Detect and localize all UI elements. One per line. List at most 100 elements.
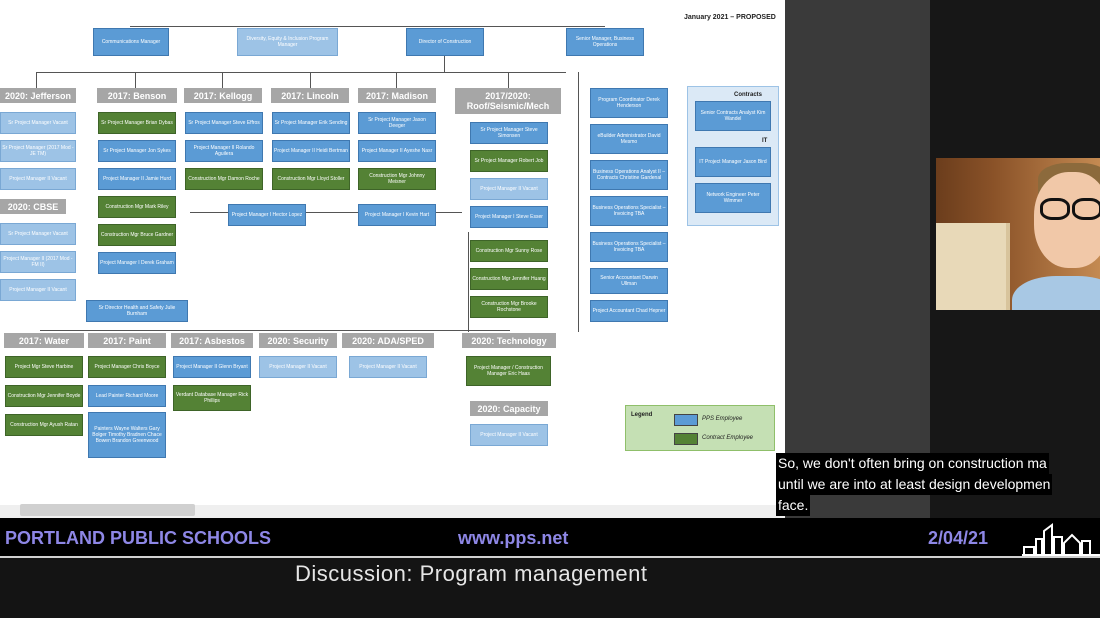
org-box: Lead Painter Richard Moore [88,385,166,407]
org-box: Construction Mgr Mark Riley [98,196,176,218]
connector-line [40,330,510,331]
org-box: Sr Project Manager Robert Job [470,150,548,172]
contracts-label: Contracts [734,92,763,98]
broadcast-date: 2/04/21 [928,528,989,548]
org-box: Project Manager Chris Boyce [88,356,166,378]
legend-title: Legend [631,412,653,418]
org-box: Network Engineer Peter Wimmer [695,183,771,213]
lower-third-separator [0,556,1100,558]
org-box: Project Manager / Construction Manager E… [466,356,551,386]
group-header-jefferson: 2020: Jefferson [0,88,76,103]
org-box: Construction Mgr Sunny Rose [470,240,548,262]
connector-line [444,56,445,72]
discussion-title: Discussion: Program management [295,561,648,586]
connector-line [36,72,37,88]
org-box: Construction Mgr Ayush Ratan [5,414,83,436]
slide-bottom-edge [0,505,785,518]
org-box: Project Manager II Vacant [0,168,76,190]
legend-label-pps: PPS Employee [702,416,743,422]
org-box: Project Manager II Vacant [259,356,337,378]
connector-line [222,72,223,88]
caption-line-2: until we are into at least design develo… [776,474,1053,495]
group-header-technology: 2020: Technology [462,333,556,348]
speaker-shirt [1012,276,1100,310]
org-box: IT Project Manager Jason Bird [695,147,771,177]
caption-line-1: So, we don't often bring on construction… [776,453,1049,474]
connector-line [135,72,136,88]
org-box: Project Manager I Steve Esser [470,206,548,228]
org-box: Project Manager II Vacant [0,279,76,301]
it-label: IT [762,138,768,144]
legend-swatch-pps [674,414,698,426]
group-header-lincoln: 2017: Lincoln [271,88,349,103]
org-box: Project Accountant Chad Hepner [590,300,668,322]
org-chart-slide: January 2021 – PROPOSED Communications M… [0,0,785,518]
group-header-security: 2020: Security [259,333,337,348]
connector-line [310,72,311,88]
slide-date-label: January 2021 – PROPOSED [684,14,776,21]
org-box: Construction Mgr Lloyd Stoller [272,168,350,190]
org-box: Construction Mgr Johnny Meisner [358,168,436,190]
org-box: Project Manager II Ayeshe Nasr [358,140,436,162]
closed-captions: So, we don't often bring on construction… [776,453,1100,516]
org-box: Project Manager II Jamie Hurd [98,168,176,190]
org-box: Sr Project Manager Vacant [0,112,76,134]
school-name: PORTLAND PUBLIC SCHOOLS [5,528,272,548]
org-box: Project Manager II Rolando Aguilera [185,140,263,162]
caption-line-3: face. [776,495,811,516]
connector-line [36,72,566,73]
org-box: Project Manager II Glenn Bryant [173,356,251,378]
webcam-video-feed [936,158,1100,310]
discussion-bar [0,558,1100,618]
org-box: Sr Project Manager Vacant [0,223,76,245]
group-header-water: 2017: Water [4,333,84,348]
org-box: Sr Project Manager Jon Sykes [98,140,176,162]
legend-label-contract: Contract Employee [702,435,754,441]
group-header-kellogg: 2017: Kellogg [184,88,262,103]
org-box-communications: Communications Manager [93,28,169,56]
org-box: Project Manager II Heidi Bertman [272,140,350,162]
broadcast-bottom-bar [0,518,1100,556]
background-door [936,223,1010,310]
chart-legend: Legend PPS Employee Contract Employee [625,405,775,451]
city-skyline-logo [1022,523,1100,556]
org-box: Construction Mgr Brooke Rochstone [470,296,548,318]
org-box: Project Manager II Vacant [470,424,548,446]
connector-line [468,232,469,332]
org-box: Project Manager II Vacant [349,356,427,378]
connector-line [578,72,579,332]
org-box: Sr Project Manager Erik Sending [272,112,350,134]
group-header-roof: 2017/2020: Roof/Seismic/Mech [455,88,561,114]
org-box: Sr Project Manager (2017 Mod - JE TM) [0,140,76,162]
org-box: Sr Project Manager Jason Deeger [358,112,436,134]
org-box-dei: Diversity, Equity & Inclusion Program Ma… [237,28,338,56]
gray-sidebar-panel [785,0,930,518]
connector-line [396,72,397,88]
legend-swatch-contract [674,433,698,445]
speaker-glasses [1040,198,1100,220]
org-box: Project Manager I Derek Graham [98,252,176,274]
org-box: Project Manager I Hector Lopez [228,204,306,226]
org-box: Project Manager I Kevin Hart [358,204,436,226]
connector-line [130,26,605,27]
org-box: Painters Wayne Walters Gary Bolger Timot… [88,412,166,458]
org-box: Construction Mgr Jennifer Huang [470,268,548,290]
group-header-paint: 2017: Paint [88,333,166,348]
contracts-panel: Contracts Senior Contracts Analyst Kim W… [687,86,779,226]
connector-line [190,212,462,213]
connector-line [508,72,509,88]
org-box: Construction Mgr Damon Roche [185,168,263,190]
group-header-cbse: 2020: CBSE [0,199,66,214]
org-box: Sr Project Manager Steve Effros [185,112,263,134]
group-header-capacity: 2020: Capacity [470,401,548,416]
org-box: Project Mgr Steve Harbine [5,356,83,378]
org-box: Business Operations Specialist – Invoici… [590,196,668,226]
horizontal-scrollbar-thumb[interactable] [20,504,195,516]
org-box: Project Manager II (2017 Mod - FM II) [0,251,76,273]
org-box: Verdant Database Manager Rick Phillips [173,385,251,411]
org-box: Sr Project Manager Steve Simonsen [470,122,548,144]
org-box: Sr Project Manager Brian Dybas [98,112,176,134]
org-box-director-construction: Director of Construction [406,28,484,56]
org-box: Business Operations Specialist – Invoici… [590,232,668,262]
group-header-benson: 2017: Benson [97,88,177,103]
